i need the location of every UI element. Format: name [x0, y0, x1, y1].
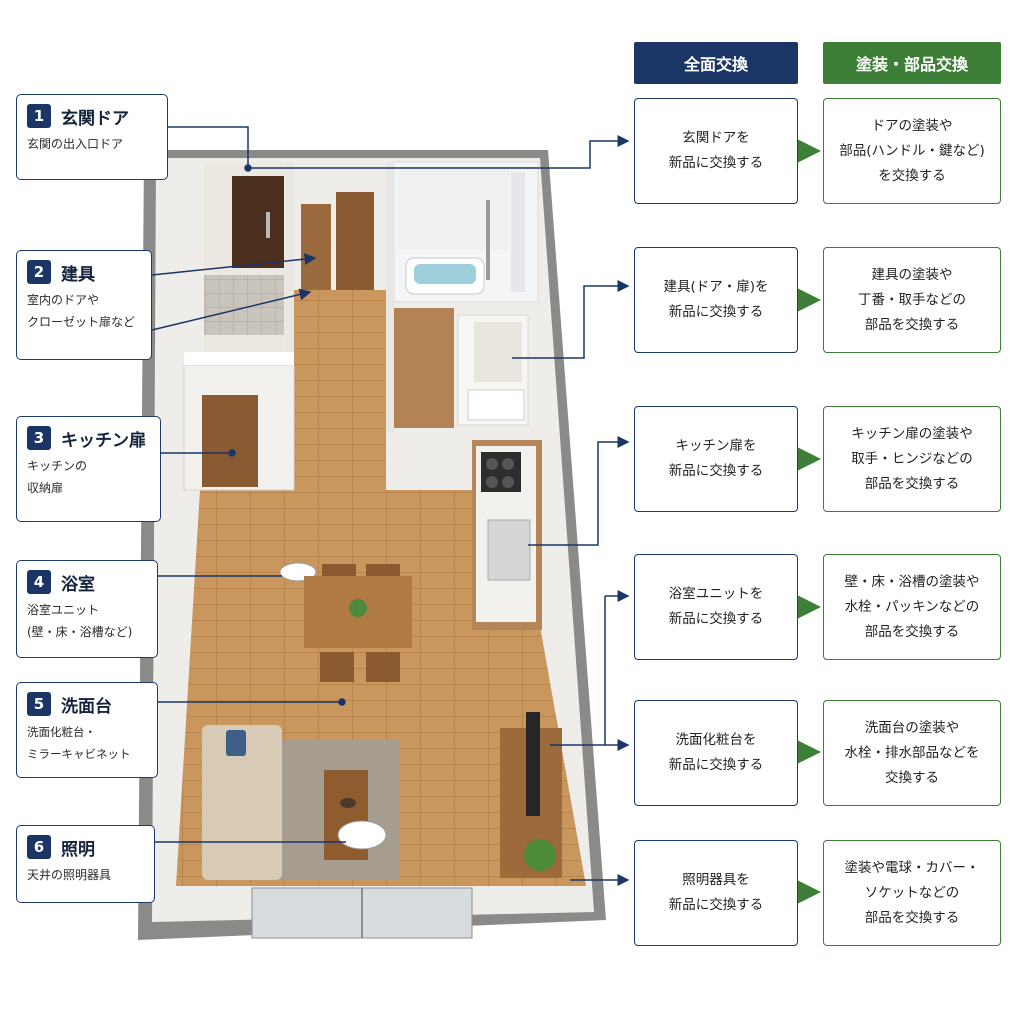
header-paint-parts: 塗装・部品交換	[823, 42, 1001, 84]
label-description: キッチンの 収納扉	[27, 459, 88, 495]
label-fittings: 2 建具 室内のドアや クローゼット扉など	[16, 250, 152, 360]
floor-plan-drawing	[138, 150, 606, 940]
replace-box-kitchen-door: キッチン扉を 新品に交換する	[634, 406, 798, 512]
label-number: 1	[27, 104, 51, 128]
replace-box-entrance-door: 玄関ドアを 新品に交換する	[634, 98, 798, 204]
replace-box-bathroom: 浴室ユニットを 新品に交換する	[634, 554, 798, 660]
label-kitchen-door: 3 キッチン扉 キッチンの 収納扉	[16, 416, 161, 522]
label-head: 1 玄関ドア	[27, 103, 157, 129]
repair-box-entrance-door: ドアの塗装や 部品(ハンドル・鍵など) を交換する	[823, 98, 1001, 204]
label-title: キッチン扉	[61, 430, 146, 451]
label-head: 5 洗面台	[27, 691, 147, 717]
label-title: 洗面台	[61, 696, 112, 717]
label-washstand: 5 洗面台 洗面化粧台・ ミラーキャビネット	[16, 682, 158, 778]
label-number: 2	[27, 260, 51, 284]
repair-box-fittings: 建具の塗装や 丁番・取手などの 部品を交換する	[823, 247, 1001, 353]
replace-box-washstand: 洗面化粧台を 新品に交換する	[634, 700, 798, 806]
repair-box-washstand: 洗面台の塗装や 水栓・排水部品などを 交換する	[823, 700, 1001, 806]
repair-box-bathroom: 壁・床・浴槽の塗装や 水栓・パッキンなどの 部品を交換する	[823, 554, 1001, 660]
label-head: 3 キッチン扉	[27, 425, 150, 451]
header-full-replacement: 全面交換	[634, 42, 798, 84]
label-description: 玄関の出入口ドア	[27, 137, 124, 151]
label-title: 玄関ドア	[61, 108, 129, 129]
replace-box-lighting: 照明器具を 新品に交換する	[634, 840, 798, 946]
label-head: 4 浴室	[27, 569, 147, 595]
label-title: 照明	[61, 839, 95, 860]
repair-box-kitchen-door: キッチン扉の塗装や 取手・ヒンジなどの 部品を交換する	[823, 406, 1001, 512]
label-number: 4	[27, 570, 51, 594]
label-number: 3	[27, 426, 51, 450]
label-title: 浴室	[61, 574, 95, 595]
label-description: 浴室ユニット (壁・床・浴槽など)	[27, 603, 133, 639]
repair-box-lighting: 塗装や電球・カバー・ ソケットなどの 部品を交換する	[823, 840, 1001, 946]
floor-plan	[136, 140, 616, 950]
label-lighting: 6 照明 天井の照明器具	[16, 825, 155, 903]
label-description: 天井の照明器具	[27, 868, 112, 882]
label-bathroom: 4 浴室 浴室ユニット (壁・床・浴槽など)	[16, 560, 158, 658]
label-description: 室内のドアや クローゼット扉など	[27, 293, 136, 329]
label-title: 建具	[61, 264, 95, 285]
label-entrance-door: 1 玄関ドア 玄関の出入口ドア	[16, 94, 168, 180]
label-number: 6	[27, 835, 51, 859]
label-description: 洗面化粧台・ ミラーキャビネット	[27, 725, 131, 761]
label-head: 2 建具	[27, 259, 141, 285]
replace-box-fittings: 建具(ドア・扉)を 新品に交換する	[634, 247, 798, 353]
label-number: 5	[27, 692, 51, 716]
label-head: 6 照明	[27, 834, 144, 860]
